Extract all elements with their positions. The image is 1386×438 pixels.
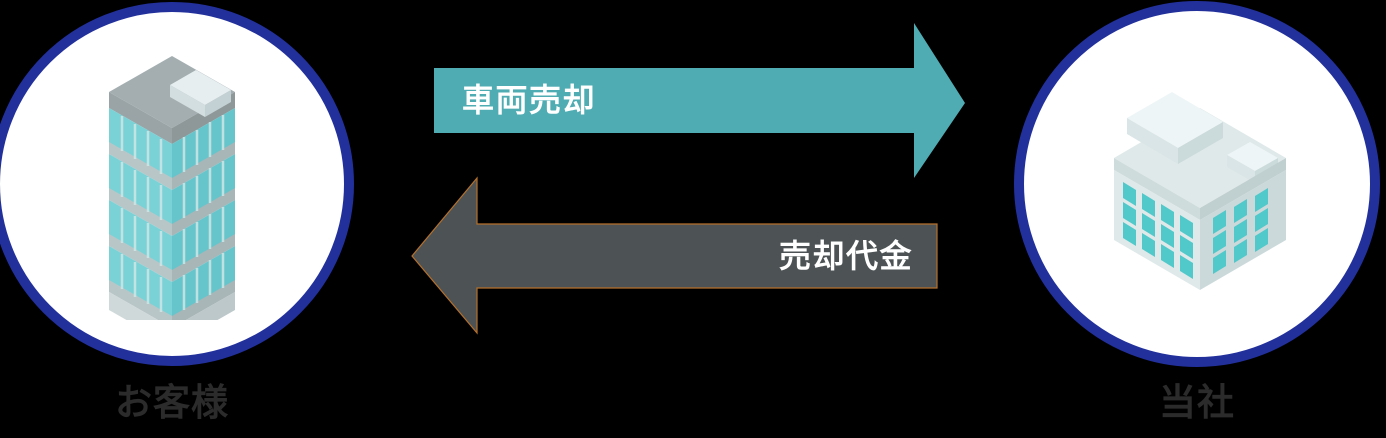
customer-node-circle xyxy=(0,2,354,366)
company-node-circle xyxy=(1014,1,1380,367)
vehicle-sale-arrow xyxy=(434,23,965,178)
sale-proceeds-arrow-label: 売却代金 xyxy=(779,237,914,275)
sale-proceeds-arrow xyxy=(411,176,938,335)
customer-node-label: お客様 xyxy=(115,381,229,424)
company-node-label: 当社 xyxy=(1159,381,1235,424)
vehicle-sale-arrow-label: 車両売却 xyxy=(462,81,597,119)
